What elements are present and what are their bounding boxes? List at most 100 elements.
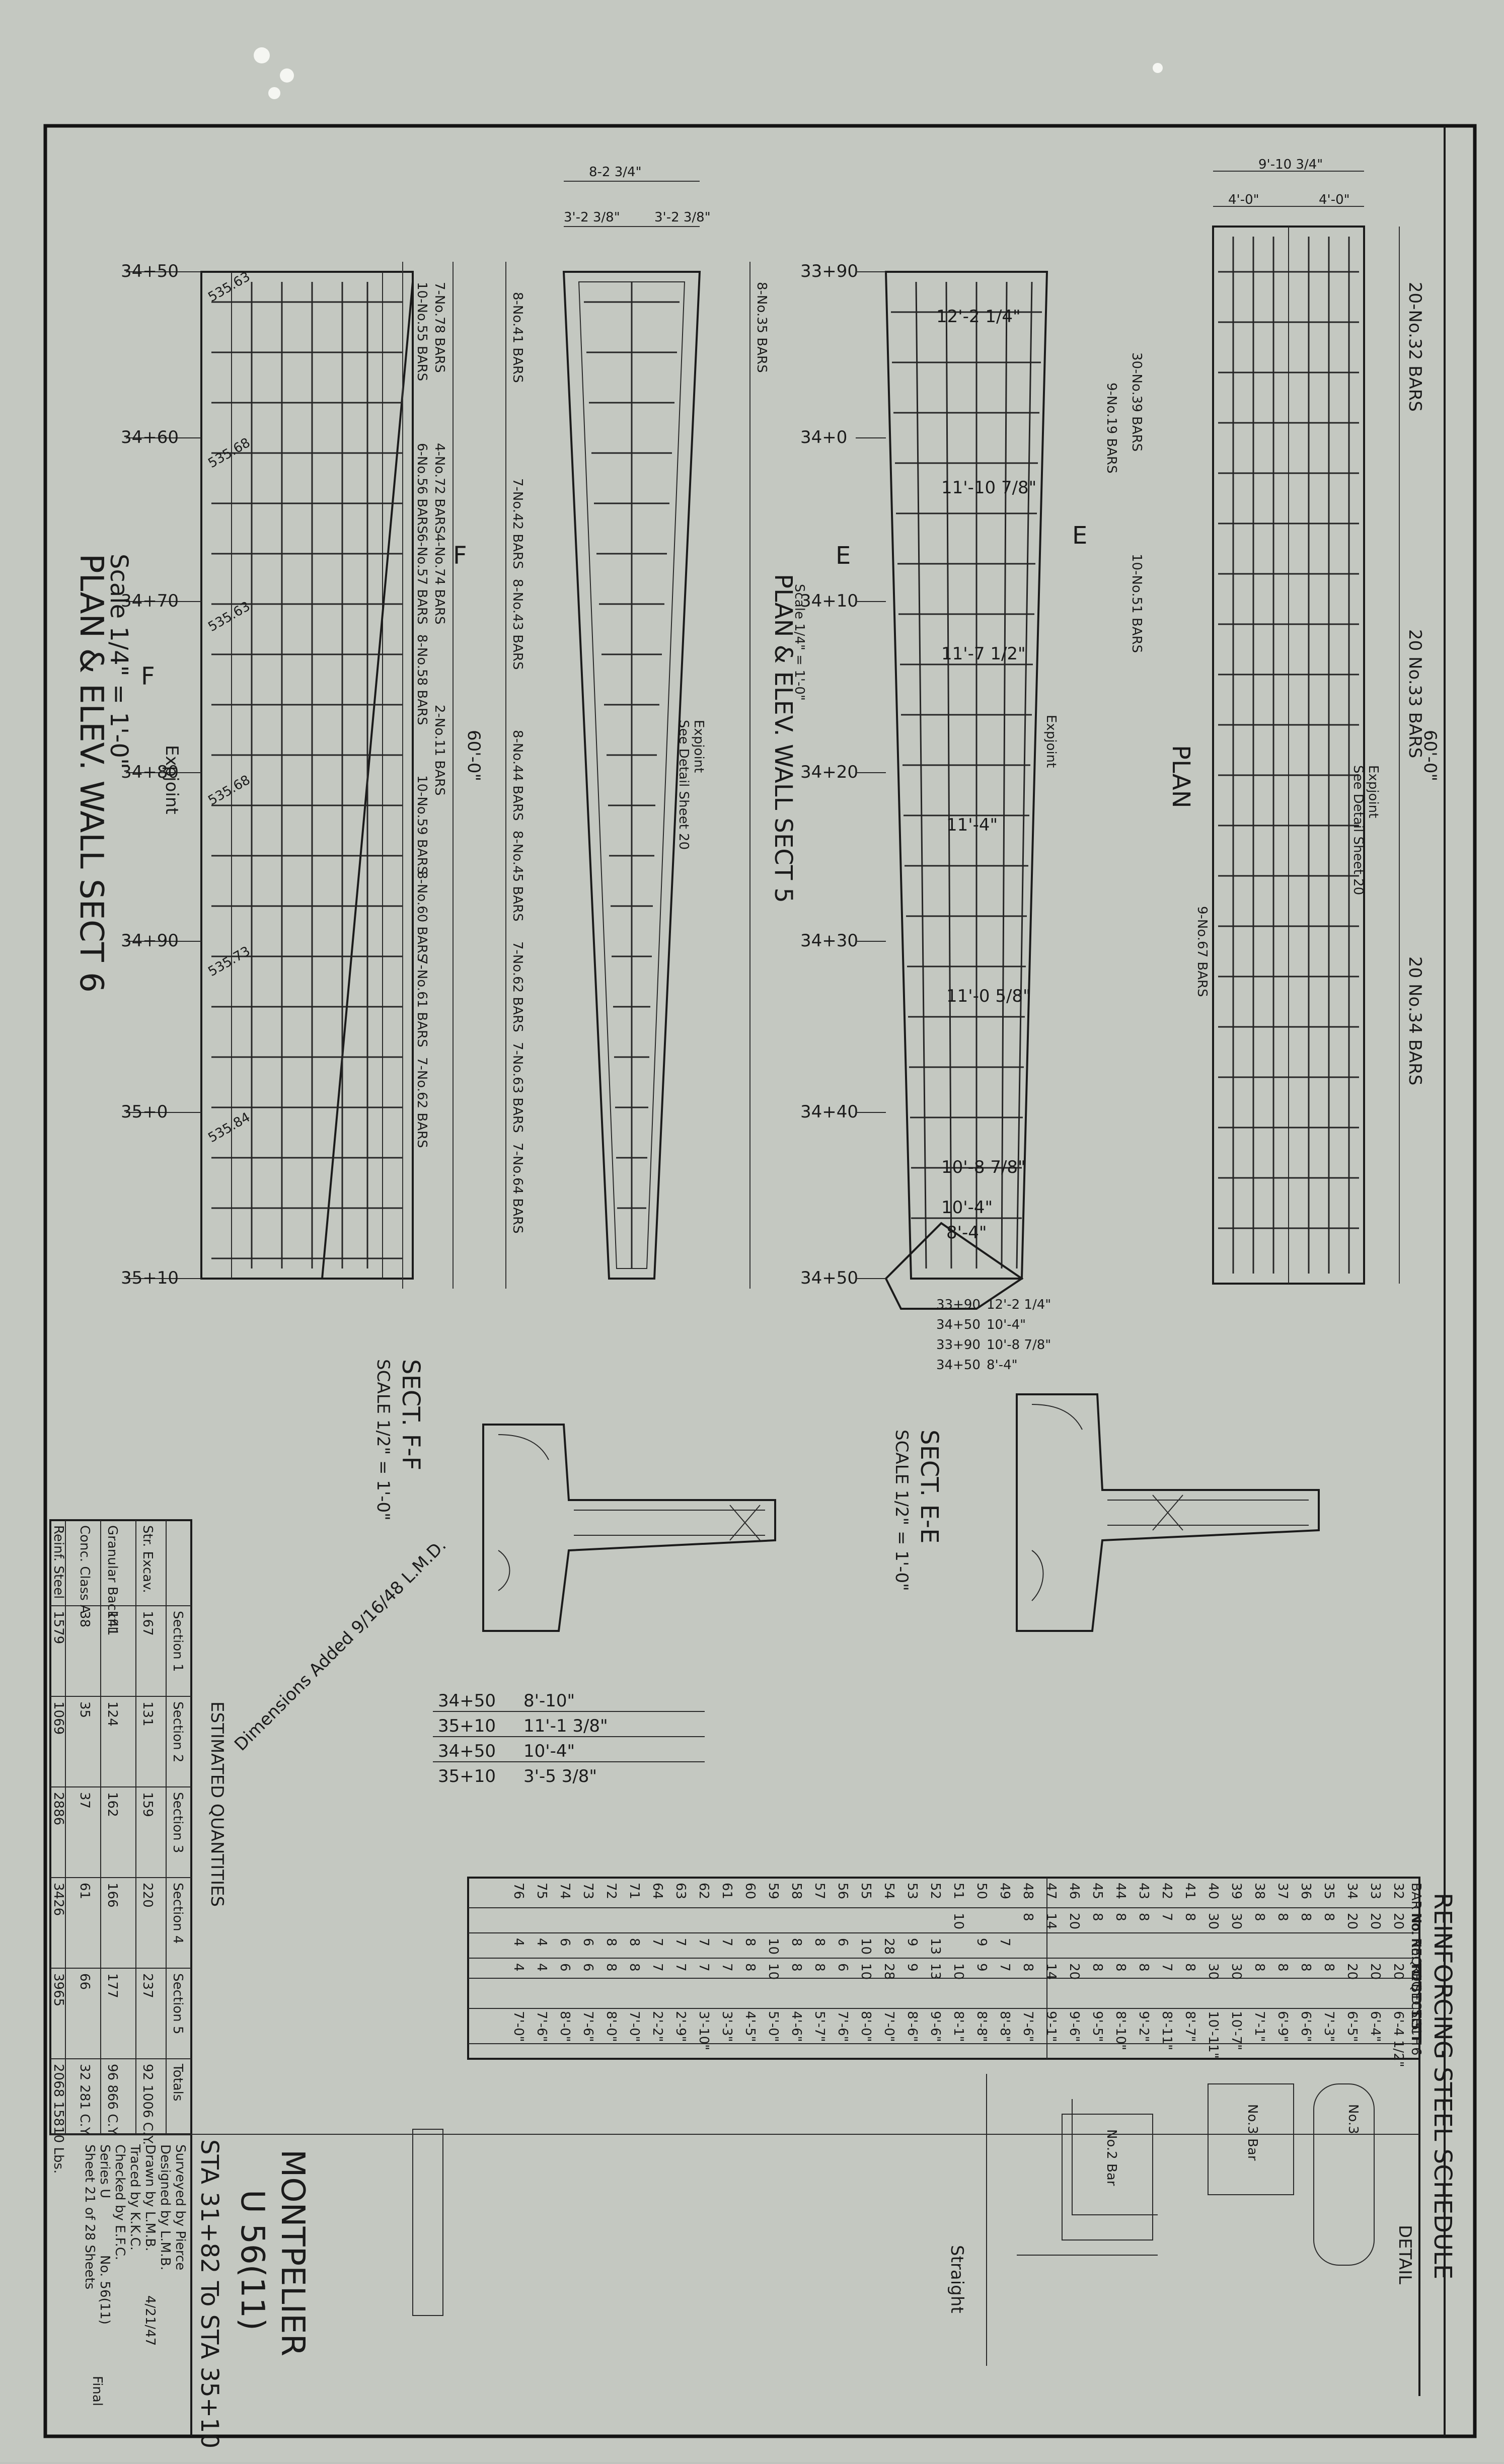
- schedule-cell: 42: [1159, 1883, 1174, 1899]
- svg-text:9-No.19 BARS: 9-No.19 BARS: [1104, 383, 1119, 474]
- schedule-cell: 7: [719, 1963, 734, 1972]
- svg-text:20 No.34 BARS: 20 No.34 BARS: [1405, 956, 1425, 1085]
- schedule-cell: 45: [1090, 1883, 1105, 1899]
- detail-no3-bar: No.3 Bar: [1245, 2104, 1260, 2161]
- svg-text:Checked by E.F.C.: Checked by E.F.C.: [112, 2144, 127, 2260]
- svg-text:11'-10 7/8": 11'-10 7/8": [941, 478, 1036, 498]
- plan-view: [1212, 171, 1400, 1285]
- schedule-cell: 8'-8": [997, 2011, 1012, 2042]
- schedule-cell: 9: [905, 1938, 920, 1947]
- bar-labels-wall5: 8-No.41 BARS 7-No.42 BARS 8-No.43 BARS 8…: [510, 282, 769, 1234]
- schedule-cell: 7: [650, 1938, 665, 1947]
- schedule-cell: 10: [858, 1938, 873, 1955]
- schedule-cell: 6: [580, 1963, 595, 1972]
- svg-text:34+50: 34+50: [800, 1268, 858, 1288]
- schedule-cell: 7: [673, 1938, 688, 1947]
- view-title-wall5: PLAN & ELEV. WALL SECT 5: [769, 574, 797, 903]
- punch-hole: [280, 68, 294, 83]
- sect-ee-scale: SCALE 1/2" = 1'-0": [891, 1430, 912, 1591]
- schedule-cell: 8: [1275, 1913, 1290, 1921]
- schedule-cell: 41: [1182, 1883, 1197, 1899]
- schedule-cell: 10: [766, 1938, 781, 1955]
- svg-text:34+50: 34+50: [936, 1317, 981, 1332]
- svg-text:237: 237: [140, 1973, 155, 1998]
- schedule-cell: 60: [742, 1883, 758, 1899]
- schedule-cell: 30: [1229, 1963, 1244, 1980]
- schedule-cell: 39: [1229, 1883, 1244, 1899]
- svg-text:Drawn by L.M.B.: Drawn by L.M.B.: [142, 2144, 158, 2251]
- svg-text:12'-2 1/4": 12'-2 1/4": [936, 307, 1021, 327]
- schedule-cell: 8'-0": [858, 2011, 873, 2042]
- schedule-cell: 10'-7": [1229, 2011, 1244, 2050]
- schedule-cell: 62: [696, 1883, 711, 1899]
- svg-text:159: 159: [140, 1792, 155, 1817]
- svg-text:7-No.62 BARS: 7-No.62 BARS: [510, 941, 525, 1032]
- schedule-cell: 8: [1113, 1963, 1128, 1972]
- svg-text:37: 37: [77, 1792, 92, 1809]
- title-project: U 56(11): [234, 2190, 271, 2331]
- schedule-cell: 72: [604, 1883, 619, 1899]
- title-town: MONTPELIER: [274, 2149, 311, 2356]
- schedule-cell: 73: [580, 1883, 595, 1899]
- schedule-cell: 52: [928, 1883, 943, 1899]
- schedule-cell: 8: [812, 1938, 827, 1947]
- see-detail-label-plan: See Detail Sheet 20: [1350, 765, 1366, 895]
- svg-text:8'-4": 8'-4": [987, 1358, 1018, 1373]
- schedule-cell: 20: [1391, 1963, 1406, 1980]
- schedule-cell: 4'-5": [742, 2011, 758, 2042]
- svg-text:12'-2 1/4": 12'-2 1/4": [987, 1297, 1051, 1312]
- svg-text:92 1006 C.Y.: 92 1006 C.Y.: [140, 2064, 155, 2145]
- sect-ff-title: SECT. F-F: [397, 1359, 425, 1470]
- schedule-cell: 49: [997, 1883, 1012, 1899]
- svg-text:34+30: 34+30: [800, 931, 858, 951]
- svg-text:Sheet 21 of 28 Sheets: Sheet 21 of 28 Sheets: [82, 2144, 97, 2289]
- schedule-cell: 48: [1020, 1883, 1035, 1899]
- svg-text:6-No.56 BARS: 6-No.56 BARS: [414, 443, 429, 534]
- svg-text:131: 131: [140, 1701, 155, 1727]
- schedule-cell: 37: [1275, 1883, 1290, 1899]
- punch-hole: [268, 87, 280, 99]
- svg-text:10'-4": 10'-4": [941, 1198, 993, 1218]
- svg-text:8-No.41 BARS: 8-No.41 BARS: [510, 292, 525, 383]
- schedule-cell: 20: [1344, 1913, 1360, 1929]
- schedule-cell: 8'-1": [951, 2011, 966, 2042]
- schedule-cell: 8'-8": [974, 2011, 989, 2042]
- svg-text:20 No.33 BARS: 20 No.33 BARS: [1405, 629, 1425, 758]
- quantities-heading: ESTIMATED QUANTITIES: [207, 1701, 227, 1907]
- steel-schedule-table: [467, 1877, 1420, 2396]
- schedule-cell: 9'-1": [1043, 2011, 1059, 2042]
- schedule-cell: 2'-2": [650, 2011, 665, 2042]
- schedule-cell: 8'-10": [1113, 2011, 1128, 2050]
- section-ee-view: [1016, 1393, 1320, 1632]
- svg-text:8-No.44 BARS: 8-No.44 BARS: [510, 730, 525, 821]
- schedule-cell: 7: [997, 1963, 1012, 1972]
- svg-text:Conc. Class A: Conc. Class A: [77, 1525, 92, 1614]
- svg-text:10'-8 7/8": 10'-8 7/8": [941, 1157, 1026, 1177]
- schedule-cell: 8: [1252, 1963, 1267, 1972]
- schedule-cell: 9'-2": [1136, 2011, 1151, 2042]
- quantities-headers: Section 1 Section 2 Section 3 Section 4 …: [170, 1611, 185, 2101]
- svg-text:33+90: 33+90: [936, 1297, 981, 1312]
- svg-text:Section 2: Section 2: [170, 1701, 185, 1762]
- schedule-cell: 7: [719, 1938, 734, 1947]
- schedule-cell: 51: [951, 1883, 966, 1899]
- dim-top-e: 4'-0": [1228, 192, 1259, 207]
- wall-elevation-view: [884, 271, 1048, 1310]
- bar-detail-sketches: [986, 2074, 1375, 2366]
- schedule-cell: 35: [1321, 1883, 1336, 1899]
- schedule-cell: 8'-0": [557, 2011, 572, 2042]
- station-label: 34+60: [121, 427, 179, 447]
- schedule-cell: 6'-4": [1368, 2011, 1383, 2042]
- svg-text:535.63: 535.63: [206, 269, 253, 305]
- punch-hole: [254, 47, 270, 63]
- schedule-cell: 56: [835, 1883, 850, 1899]
- svg-text:35+10: 35+10: [438, 1766, 496, 1786]
- length-dim-right: 60'-0": [1420, 730, 1440, 781]
- dim-top-b: 3'-2 3/8": [564, 210, 620, 225]
- svg-text:8'-10": 8'-10": [523, 1691, 575, 1711]
- svg-text:38: 38: [77, 1611, 92, 1627]
- svg-text:Final: Final: [90, 2376, 105, 2406]
- dim-top-d: 9'-10 3/4": [1258, 157, 1323, 172]
- schedule-cell: 9'-6": [928, 2011, 943, 2042]
- svg-text:8-No.35 BARS: 8-No.35 BARS: [754, 282, 769, 373]
